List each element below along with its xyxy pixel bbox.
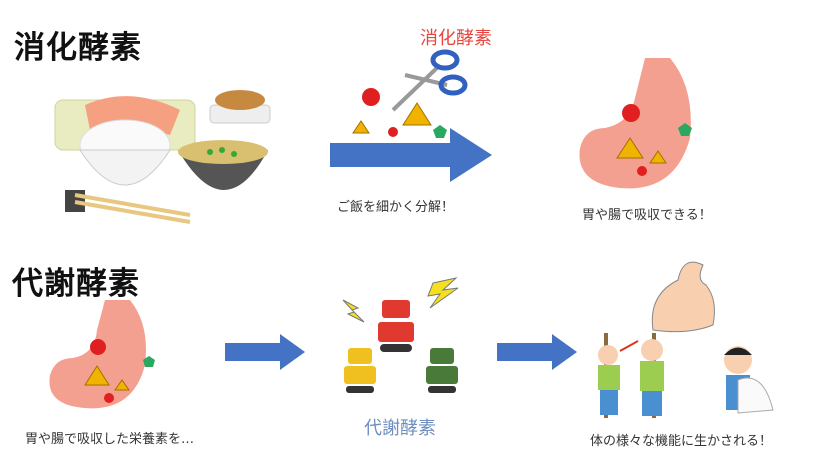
metabolic-enzyme-label: 代謝酵素 xyxy=(364,418,436,439)
step1-caption: ご飯を細かく分解！ xyxy=(337,200,455,215)
metabolic-step3-caption: 体の様々な機能に生かされる！ xyxy=(590,434,773,449)
body-functions-illustration xyxy=(598,261,774,418)
nutrient-pieces xyxy=(352,88,447,138)
digestive-enzyme-label: 消化酵素 xyxy=(420,28,492,49)
stomach-icon xyxy=(579,58,692,189)
stomach-icon xyxy=(49,300,155,409)
step2-caption: 胃や腸で吸収できる！ xyxy=(582,208,712,223)
enzyme-robots-illustration xyxy=(342,277,459,393)
arrow-right-icon xyxy=(330,128,492,182)
metabolic-enzyme-title: 代謝酵素 xyxy=(12,266,140,302)
metabolic-step1-caption: 胃や腸で吸収した栄養素を… xyxy=(25,432,195,447)
arrow-right-icon xyxy=(225,334,305,370)
digestive-enzyme-title: 消化酵素 xyxy=(14,30,142,66)
food-illustration xyxy=(54,90,271,224)
scissors-icon xyxy=(391,49,468,112)
arrow-right-icon xyxy=(497,334,577,370)
